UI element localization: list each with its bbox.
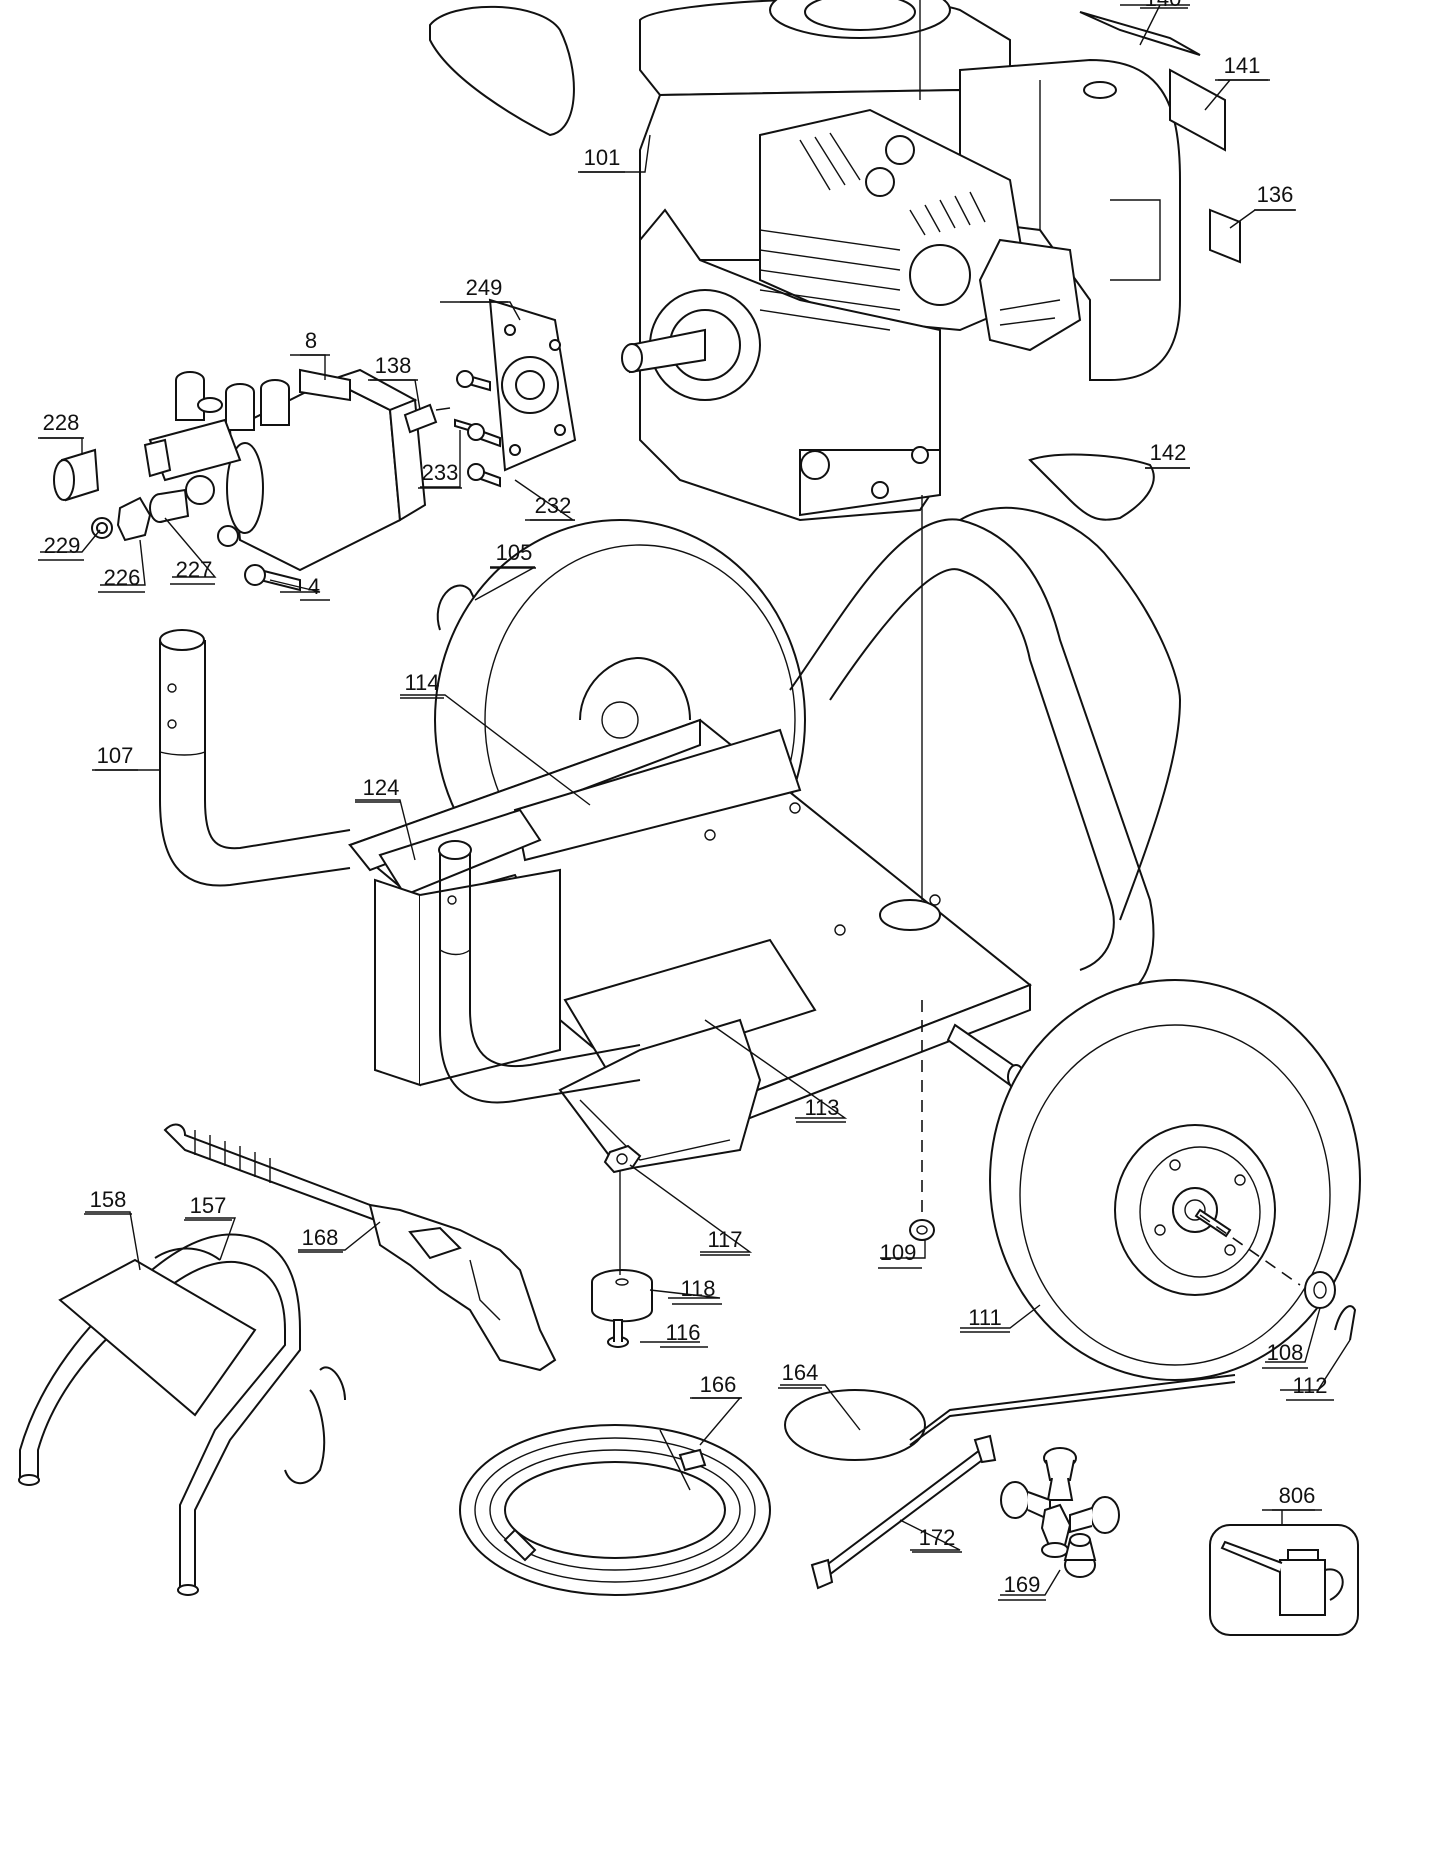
callout-105: 105 bbox=[496, 540, 533, 565]
tank-label bbox=[429, 5, 575, 137]
spray-gun-168 bbox=[163, 1123, 557, 1372]
callout-116: 116 bbox=[665, 1320, 700, 1345]
decal-136 bbox=[1209, 208, 1241, 264]
callout-141: 141 bbox=[1224, 53, 1261, 78]
callout-113: 113 bbox=[804, 1095, 839, 1120]
callout-labels: 140 141 101 136 249 8 138 228 233 232 14… bbox=[43, 0, 1328, 1597]
callout-249: 249 bbox=[466, 275, 503, 300]
callout-164: 164 bbox=[782, 1360, 819, 1385]
axle bbox=[946, 1023, 1025, 1090]
callout-168: 168 bbox=[302, 1225, 339, 1250]
pump-assembly bbox=[143, 368, 427, 592]
assembly-guides bbox=[619, 0, 1301, 1286]
nozzles-169 bbox=[1000, 1447, 1120, 1578]
part-138-fitting bbox=[403, 403, 451, 434]
part-229-cap bbox=[91, 517, 113, 539]
part-158-decal bbox=[58, 1258, 257, 1417]
callout-157: 157 bbox=[190, 1193, 227, 1218]
callout-108: 108 bbox=[1267, 1340, 1304, 1365]
part-806-oil bbox=[1209, 1524, 1359, 1636]
callout-underlines bbox=[38, 7, 1334, 1601]
callout-107: 107 bbox=[97, 743, 134, 768]
callout-226: 226 bbox=[104, 565, 141, 590]
frame-107 bbox=[159, 629, 351, 887]
leader-lines bbox=[40, 4, 1351, 1596]
callout-233: 233 bbox=[422, 460, 459, 485]
part-249-flange bbox=[488, 298, 577, 472]
callout-111: 111 bbox=[968, 1305, 1001, 1330]
callout-117: 117 bbox=[707, 1227, 742, 1252]
part-116-bolt bbox=[607, 1319, 629, 1348]
callout-112: 112 bbox=[1292, 1373, 1327, 1398]
callout-806: 806 bbox=[1279, 1483, 1316, 1508]
callout-232: 232 bbox=[535, 493, 572, 518]
frame-legs bbox=[374, 868, 762, 1172]
part-226-nut bbox=[116, 496, 152, 542]
callout-142: 142 bbox=[1150, 440, 1187, 465]
callout-124: 124 bbox=[363, 775, 400, 800]
wand-172 bbox=[810, 1434, 997, 1590]
part-118-foot bbox=[591, 1269, 653, 1323]
decal-140 bbox=[1079, 11, 1201, 56]
handle-tube bbox=[438, 840, 641, 1104]
part-109-bumper bbox=[909, 1219, 935, 1241]
callout-166: 166 bbox=[700, 1372, 737, 1397]
callout-101: 101 bbox=[584, 145, 621, 170]
callout-229: 229 bbox=[44, 533, 81, 558]
part-228-fitting bbox=[53, 448, 100, 502]
callout-8: 8 bbox=[305, 328, 317, 353]
callout-172: 172 bbox=[919, 1525, 956, 1550]
callout-118: 118 bbox=[680, 1276, 715, 1301]
callout-4: 4 bbox=[308, 574, 320, 599]
callout-109: 109 bbox=[880, 1240, 917, 1265]
callout-114: 114 bbox=[404, 670, 439, 695]
callout-140: 140 bbox=[1145, 0, 1182, 11]
decal-141 bbox=[1169, 68, 1226, 152]
part-157-handle bbox=[18, 1233, 346, 1596]
part-227-adapter bbox=[149, 488, 190, 523]
part-112-pin bbox=[1334, 1305, 1357, 1341]
callout-169: 169 bbox=[1004, 1572, 1041, 1597]
part-232-bolts bbox=[456, 370, 501, 488]
part-108-washer bbox=[1304, 1271, 1336, 1309]
callout-158: 158 bbox=[90, 1187, 127, 1212]
callout-227: 227 bbox=[176, 557, 213, 582]
part-164-filter bbox=[784, 1374, 1236, 1461]
callout-138: 138 bbox=[375, 353, 412, 378]
frame-handle-loop bbox=[789, 506, 1182, 1001]
callout-228: 228 bbox=[43, 410, 80, 435]
engine-assembly bbox=[621, 0, 1181, 522]
callout-136: 136 bbox=[1257, 182, 1294, 207]
wheel-111 bbox=[989, 979, 1361, 1381]
hose-166 bbox=[459, 1424, 771, 1596]
decal-142 bbox=[1028, 453, 1155, 521]
